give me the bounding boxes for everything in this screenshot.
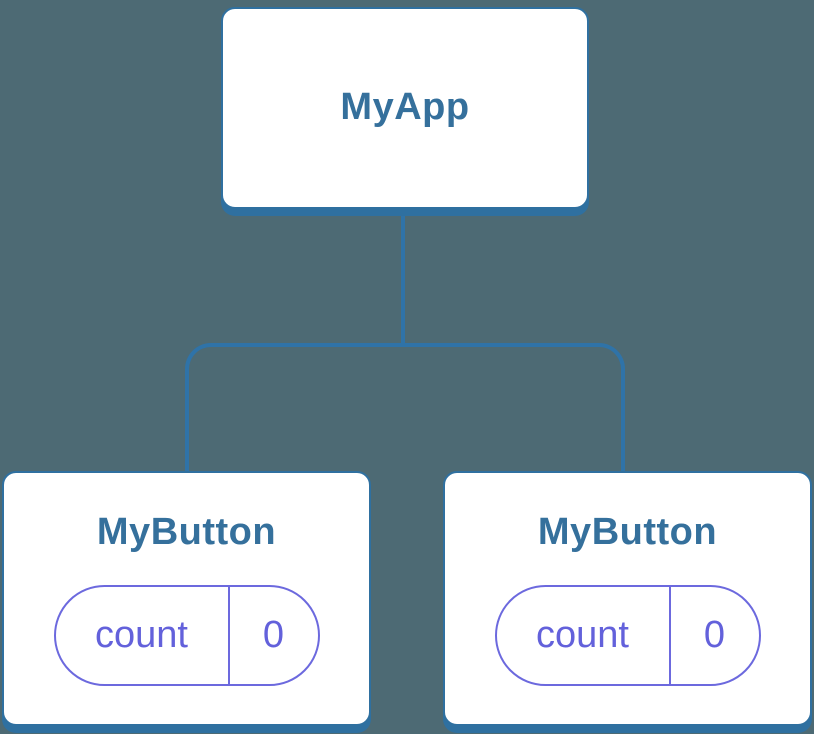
state-key-label: count	[536, 613, 629, 656]
root-component-label: MyApp	[340, 86, 470, 129]
root-component-card: MyApp	[221, 7, 589, 209]
state-value-label: 0	[262, 613, 285, 656]
state-pill: count 0	[53, 584, 320, 686]
state-key-label: count	[95, 613, 188, 656]
state-value-label: 0	[703, 613, 726, 656]
child-component-card-left: MyButton count 0	[2, 471, 371, 726]
child-component-label: MyButton	[96, 511, 277, 554]
root-to-branch-connector-line	[401, 210, 405, 347]
state-pill: count 0	[494, 584, 761, 686]
child-component-label: MyButton	[537, 511, 718, 554]
branch-connector-bracket	[185, 343, 625, 483]
child-component-card-right: MyButton count 0	[443, 471, 812, 726]
state-pill-divider	[227, 586, 230, 684]
state-pill-divider	[668, 586, 671, 684]
